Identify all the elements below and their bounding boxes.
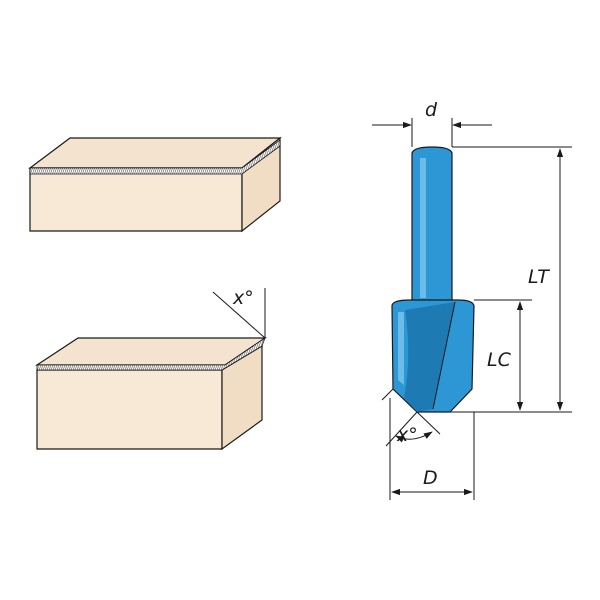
label-lc: LC [487,349,512,371]
label-d: d [425,99,438,121]
workpiece-bottom-front-face [36,369,223,450]
angle-bit-arc [395,431,433,443]
bit-flute [404,302,455,412]
workpiece-top [28,136,282,233]
dimension-angle-bit: x° [381,388,441,447]
dimension-D: D [389,398,475,500]
label-angle-bit: x° [396,424,418,446]
workpiece-bottom: x° [34,287,267,451]
router-bit [391,146,475,413]
angle-bit-line-1 [385,411,418,447]
workpiece-top-front-face [29,167,243,232]
groove-straight [29,139,281,175]
label-angle-top: x° [232,287,254,309]
bit-head-highlight [398,312,404,385]
angle-line-slanted [212,291,266,339]
bit-shank-highlight [420,158,426,298]
groove-v-chamfer [36,336,266,371]
bit-shank [411,146,453,303]
angle-bit-line-2 [416,411,441,435]
label-lt: LT [528,266,550,288]
label-D: D [423,467,438,489]
dimension-d: d [372,99,492,147]
dimension-lc: LC [474,299,532,411]
dimension-lt: LT [450,146,572,413]
angle-bit-extension [381,388,394,401]
bit-flute-edge [432,301,456,410]
workpiece-top-top-face [28,137,282,169]
